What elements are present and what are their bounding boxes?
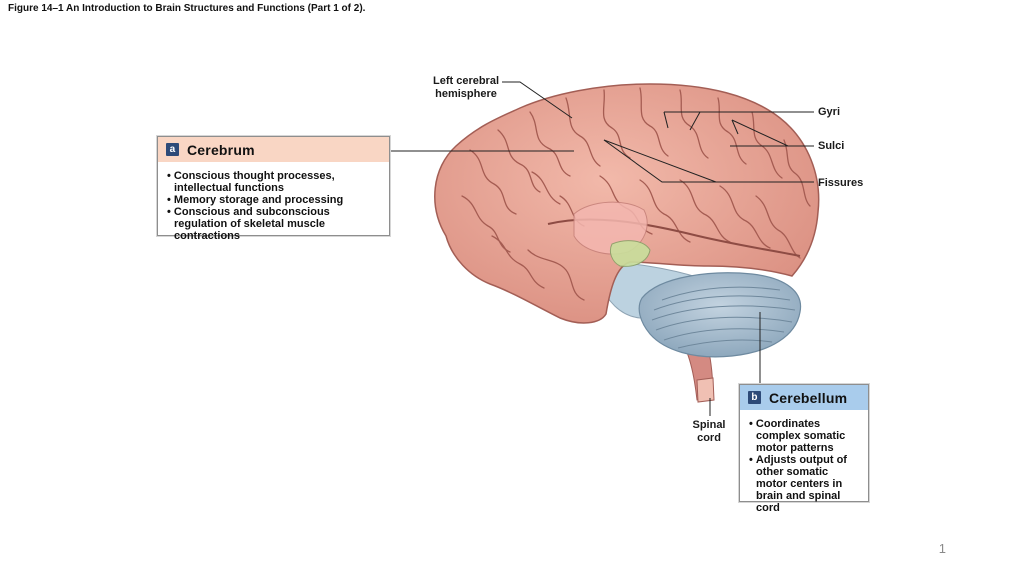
spinal-cord-label: Spinal cord — [688, 419, 730, 445]
list-item: Adjusts output of other somatic motor ce… — [748, 454, 862, 514]
fissures-label: Fissures — [818, 177, 864, 189]
list-item: Conscious thought processes, intellectua… — [166, 170, 383, 194]
cerebrum-box-title: Cerebrum — [187, 141, 255, 158]
cerebrum-info-box: a Cerebrum Conscious thought processes, … — [157, 136, 390, 242]
leader-hemisphere — [502, 81, 573, 119]
sulci-label: Sulci — [818, 140, 845, 152]
left-hemisphere-label: Left cerebral hemisphere — [430, 75, 502, 101]
leader-sulci-c — [731, 119, 739, 135]
cerebrum-box-header: a Cerebrum — [158, 137, 389, 162]
leader-fissures — [603, 139, 814, 183]
spinal-cord-label-line1: Spinal — [692, 419, 726, 431]
spinal-cord-tip — [696, 377, 715, 403]
leader-fissures-b — [603, 139, 717, 183]
cerebellum-folia — [651, 286, 796, 349]
list-item: Memory storage and processing — [166, 194, 383, 206]
diencephalon-highlight — [609, 240, 651, 267]
list-item: Coordinates complex somatic motor patter… — [748, 418, 862, 454]
cerebrum-badge: a — [166, 143, 179, 156]
leader-gyri-b — [689, 111, 701, 131]
cerebellum-info-box: b Cerebellum Coordinates complex somatic… — [739, 384, 869, 514]
cerebellum-box-title: Cerebellum — [769, 389, 848, 406]
figure-title: Figure 14–1 An Introduction to Brain Str… — [8, 3, 366, 14]
leader-lines — [390, 81, 814, 416]
gyri-label: Gyri — [818, 106, 841, 118]
page-number: 1 — [938, 541, 946, 556]
list-item: Conscious and subconscious regulation of… — [166, 206, 383, 242]
spinal-cord-label-line2: cord — [697, 432, 721, 444]
leader-gyri-a — [663, 111, 669, 129]
cerebellum-function-list: Coordinates complex somatic motor patter… — [740, 410, 868, 520]
cerebellum-box-header: b Cerebellum — [740, 385, 868, 410]
left-hemisphere-label-line2: hemisphere — [435, 88, 497, 100]
cerebellum-shape — [638, 272, 802, 358]
left-hemisphere-label-line1: Left cerebral — [432, 75, 500, 87]
cerebrum-function-list: Conscious thought processes, intellectua… — [158, 162, 389, 248]
cerebellum-badge: b — [748, 391, 761, 404]
